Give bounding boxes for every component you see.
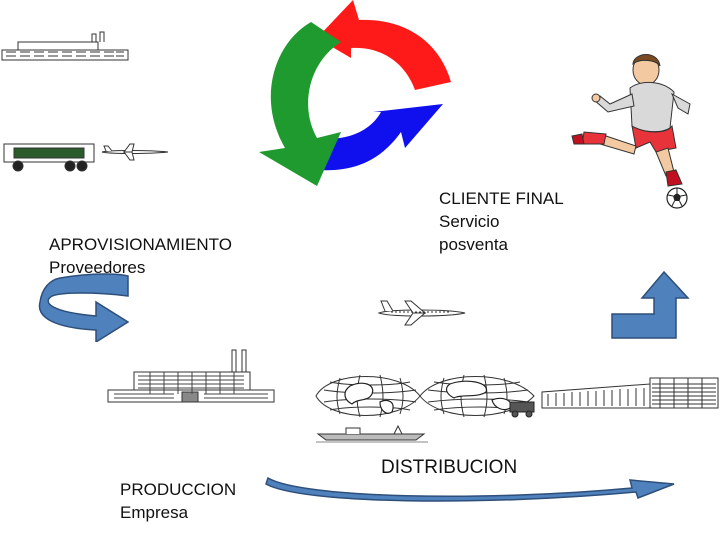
cliente-title: CLIENTE FINAL — [439, 189, 564, 208]
distribucion-title: DISTRIBUCION — [381, 457, 518, 478]
produccion-label: PRODUCCION Empresa — [120, 478, 236, 524]
airplane-icon — [101, 143, 169, 161]
globe-icon — [315, 374, 535, 418]
produccion-title: PRODUCCION — [120, 480, 237, 499]
curved-arrow-icon — [38, 273, 130, 342]
curved-arrow-icon — [265, 476, 675, 502]
airplane-icon — [377, 300, 466, 326]
factory-icon — [1, 31, 129, 61]
up-arrow-icon — [611, 270, 690, 339]
truck-icon — [3, 143, 95, 172]
aprovisionamiento-title: APROVISIONAMIENTO — [49, 235, 232, 254]
aprovisionamiento-subtitle: Proveedores — [49, 258, 146, 277]
produccion-subtitle: Empresa — [120, 503, 189, 522]
cliente-label: CLIENTE FINAL Servicio posventa — [439, 187, 564, 256]
ship-icon — [316, 424, 428, 443]
cycle-blue-arrow — [315, 104, 443, 171]
distribucion-label: DISTRIBUCION — [381, 456, 517, 479]
cycle-green-arrow — [259, 22, 341, 186]
soccer-player-icon — [571, 54, 691, 187]
warehouse-icon — [541, 377, 719, 409]
factory-icon — [107, 349, 275, 403]
cycle-red-arrow — [317, 0, 451, 90]
cycle-arrows-icon — [259, 0, 451, 186]
cliente-line3: posventa — [439, 235, 508, 254]
cliente-line2: Servicio — [439, 212, 500, 231]
aprovisionamiento-label: APROVISIONAMIENTO Proveedores — [49, 233, 232, 279]
soccer-ball-icon — [666, 187, 688, 209]
